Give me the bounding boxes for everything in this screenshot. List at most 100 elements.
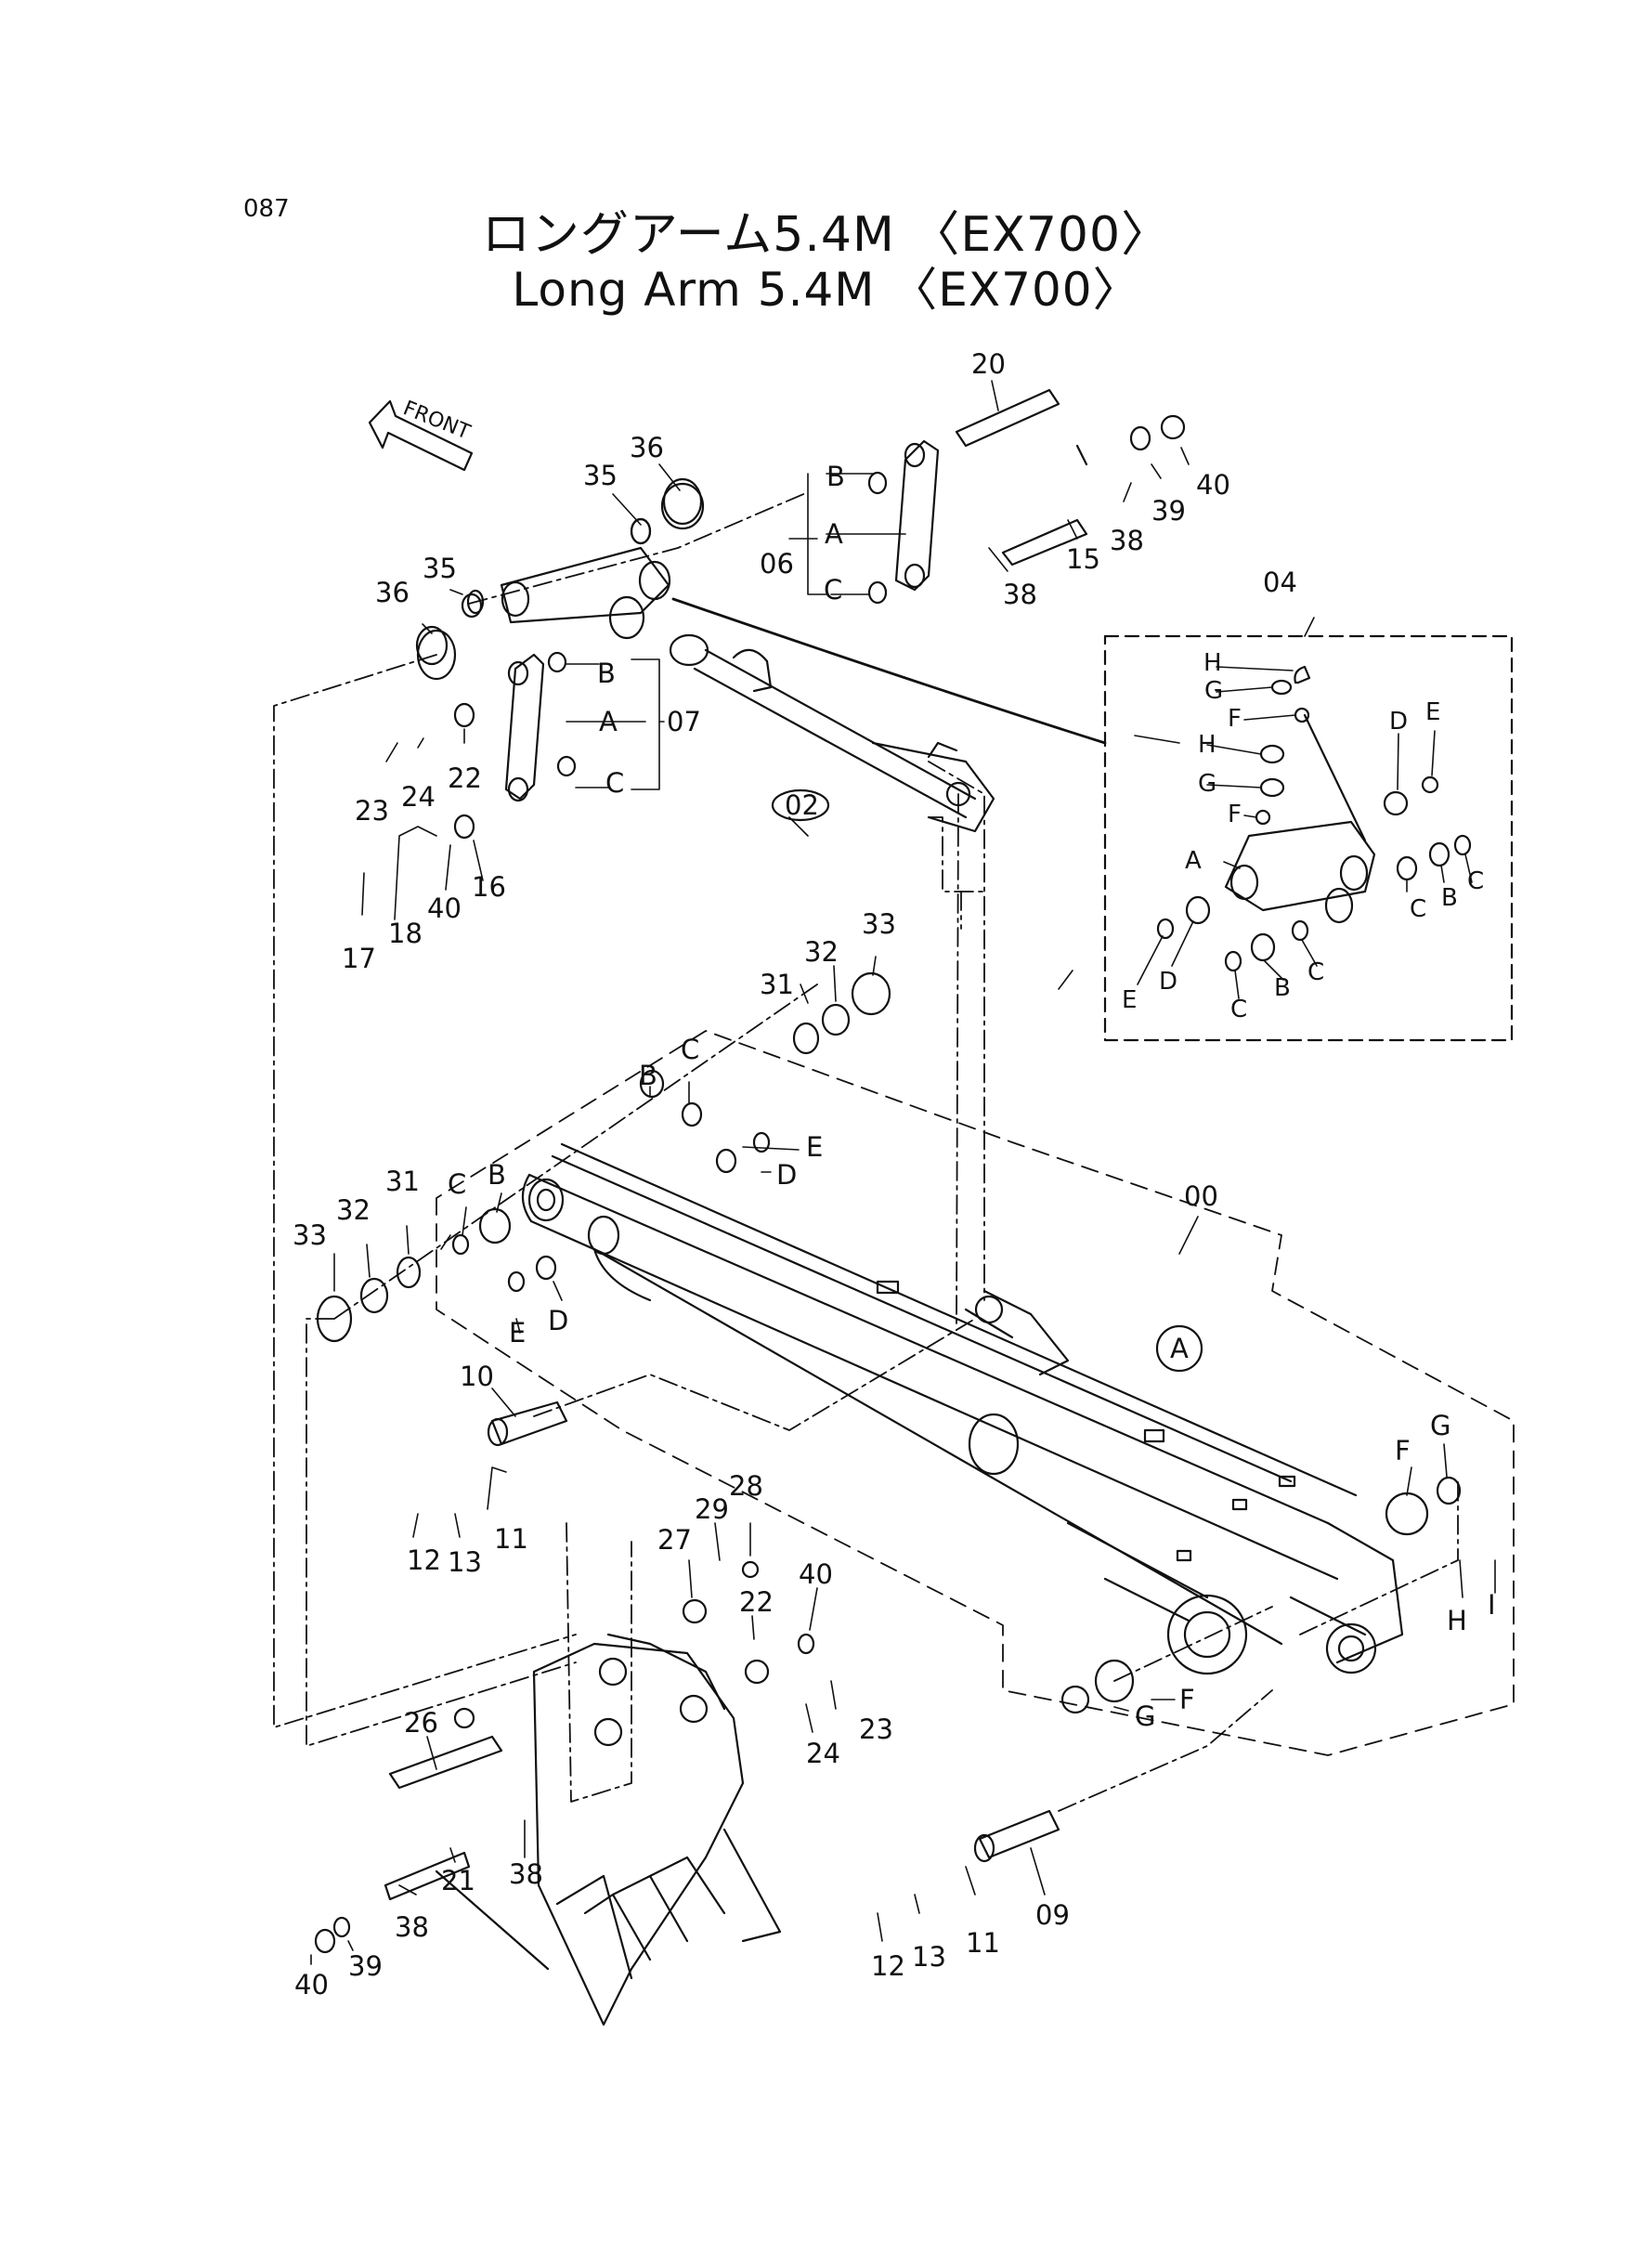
label-20: 20	[971, 348, 1006, 380]
label-33-lower: 33	[293, 1219, 327, 1251]
label-06-c: C	[824, 574, 842, 606]
label-17: 17	[342, 943, 376, 974]
label-g-2: G	[1135, 1700, 1155, 1732]
label-28: 28	[729, 1470, 763, 1502]
label-09: 09	[1035, 1899, 1070, 1931]
detail-label-c4: C	[1307, 958, 1324, 986]
label-e-2: E	[509, 1317, 526, 1348]
label-40-bottom: 40	[294, 1969, 329, 2000]
detail-label-e1: E	[1425, 698, 1440, 726]
label-06-b: B	[826, 461, 845, 492]
label-38-top: 38	[1110, 525, 1144, 556]
detail-label-d1: D	[1389, 708, 1408, 736]
detail-label-d2: D	[1159, 968, 1177, 996]
bushings	[314, 477, 1462, 1954]
outline-dashed	[436, 1030, 1515, 1756]
title-english: Long Arm 5.4M 〈EX700〉	[512, 263, 1140, 317]
bucket	[384, 1633, 782, 2026]
label-12-left: 12	[407, 1544, 441, 1576]
label-13-left: 13	[448, 1546, 482, 1578]
label-d-1: D	[776, 1159, 797, 1191]
label-18: 18	[388, 918, 423, 949]
label-07: 07	[667, 706, 701, 737]
guide-lines	[273, 491, 1459, 1812]
label-ref-a: A	[1170, 1333, 1189, 1364]
label-f-1: F	[1395, 1435, 1411, 1466]
label-10: 10	[460, 1361, 494, 1392]
label-02: 02	[785, 789, 819, 821]
detail-label-h2: H	[1198, 731, 1216, 759]
detail-label-b2: B	[1274, 974, 1291, 1002]
label-35-top: 35	[583, 460, 618, 491]
label-b-1: B	[639, 1060, 657, 1091]
link-parts	[415, 388, 1186, 840]
detail-04-inset	[1103, 634, 1514, 1042]
label-h-1: H	[1447, 1605, 1467, 1636]
detail-label-c2: C	[1467, 867, 1484, 895]
label-00: 00	[1184, 1180, 1218, 1212]
label-36-top: 36	[630, 432, 664, 463]
label-32-lower: 32	[336, 1194, 371, 1226]
label-40-lower: 40	[799, 1558, 833, 1590]
label-07-c: C	[605, 767, 624, 799]
detail-label-b1: B	[1441, 884, 1458, 912]
label-23-upper: 23	[355, 795, 389, 827]
title-japanese: ロングアーム5.4M 〈EX700〉	[481, 207, 1171, 263]
label-24-lower: 24	[806, 1738, 840, 1769]
label-21: 21	[441, 1865, 475, 1896]
cylinder	[669, 597, 1107, 833]
label-15: 15	[1066, 543, 1100, 575]
label-04: 04	[1263, 567, 1297, 598]
label-d-2: D	[548, 1305, 568, 1336]
label-23-lower: 23	[859, 1713, 893, 1745]
label-31-lower: 31	[385, 1166, 420, 1197]
pins	[487, 1401, 1060, 1863]
label-e-1: E	[806, 1131, 823, 1163]
label-g-1: G	[1430, 1410, 1450, 1441]
label-16: 16	[472, 871, 506, 903]
label-36-left: 36	[375, 577, 410, 608]
front-arrow-icon	[368, 399, 474, 472]
label-39-top: 39	[1151, 495, 1186, 527]
label-35-left: 35	[423, 553, 457, 584]
label-c-1: C	[681, 1034, 699, 1065]
leader-lines	[310, 380, 1496, 1965]
detail-label-c3: C	[1230, 996, 1247, 1023]
detail-label-h1: H	[1203, 649, 1222, 677]
detail-label-f2: F	[1228, 801, 1242, 828]
detail-label-g2: G	[1198, 770, 1216, 798]
detail-label-a: A	[1185, 847, 1202, 875]
label-24-upper: 24	[401, 781, 436, 813]
label-38-mid: 38	[1003, 579, 1037, 610]
label-38-bottom: 38	[395, 1911, 429, 1943]
label-39-bottom: 39	[348, 1950, 383, 1982]
label-27: 27	[657, 1524, 692, 1556]
label-32-upper: 32	[804, 936, 839, 968]
label-06: 06	[760, 548, 794, 580]
label-12-right: 12	[871, 1950, 905, 1982]
label-b-2: B	[488, 1159, 506, 1191]
label-29: 29	[695, 1493, 729, 1525]
label-26: 26	[404, 1707, 438, 1739]
part-02-ellipse	[771, 788, 830, 822]
label-31-upper: 31	[760, 969, 794, 1000]
label-f-2: F	[1179, 1684, 1195, 1715]
label-i-1: I	[1488, 1589, 1496, 1621]
label-38-bucket: 38	[509, 1858, 543, 1890]
label-22-lower: 22	[739, 1586, 774, 1618]
detail-label-g1: G	[1204, 677, 1223, 705]
reference-a-circle	[1155, 1324, 1203, 1373]
arm-body	[521, 1142, 1404, 1675]
label-c-2: C	[448, 1168, 466, 1200]
detail-label-c1: C	[1410, 895, 1426, 923]
label-07-b: B	[597, 658, 616, 689]
label-07-a: A	[599, 706, 618, 737]
detail-label-f1: F	[1228, 705, 1242, 733]
label-22-upper: 22	[448, 762, 482, 794]
label-06-a: A	[825, 518, 843, 550]
label-11-right: 11	[966, 1927, 1000, 1959]
detail-label-e2: E	[1122, 986, 1137, 1014]
label-11-left: 11	[494, 1523, 528, 1555]
front-label: FRONT	[400, 397, 475, 445]
